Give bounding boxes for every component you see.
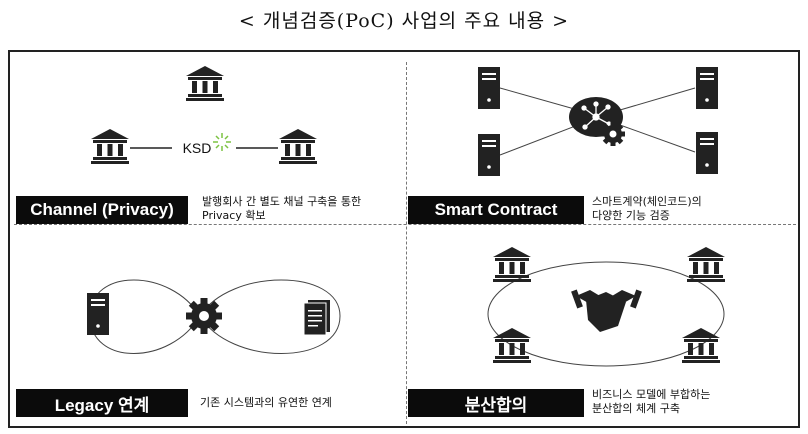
smart-contract-desc-line2: 다양한 기능 검증 [592,209,670,222]
consensus-description: 비즈니스 모델에 부합하는 분산합의 체계 구축 [592,388,710,416]
server-icon-tl [478,67,500,109]
channel-desc-line2: Privacy 확보 [202,209,266,222]
consensus-desc-line1: 비즈니스 모델에 부합하는 [592,388,711,401]
consensus-label: 분산합의 [408,389,584,417]
consensus-desc-line2: 분산합의 체계 구축 [592,402,680,415]
smart-contract-diagram [478,67,718,176]
bank-icon-right [279,129,317,164]
bank-icon-top [186,66,224,101]
bank-icon-tr [687,247,725,282]
diagram-frame [8,50,800,428]
bank-icon-bl [493,328,531,363]
legacy-desc-line1: 기존 시스템과의 유연한 연계 [200,396,332,409]
legacy-description: 기존 시스템과의 유연한 연계 [200,396,332,410]
legacy-server-icon [87,293,109,335]
vertical-divider [406,62,407,424]
server-icon-bl [478,134,500,176]
legacy-diagram [87,279,341,354]
consensus-diagram [487,247,725,367]
bank-icon-tl [493,247,531,282]
server-icon-br [696,132,718,174]
horizontal-divider [14,224,796,225]
channel-diagram [91,66,317,164]
channel-label: Channel (Privacy) [16,196,188,224]
network-gear-icon [569,97,625,146]
smart-contract-desc-line1: 스마트계약(체인코드)의 [592,195,702,208]
smart-contract-description: 스마트계약(체인코드)의 다양한 기능 검증 [592,195,702,223]
smart-contract-label: Smart Contract [408,196,584,224]
bank-icon-left [91,129,129,164]
gear-icon [186,298,222,334]
server-icon-tr [696,67,718,109]
ksd-label: KSD [182,140,212,156]
spark-icon [213,133,231,151]
channel-desc-line1: 발행회사 간 별도 채널 구축을 통한 [202,195,362,208]
channel-description: 발행회사 간 별도 채널 구축을 통한 Privacy 확보 [202,195,361,223]
legacy-label: Legacy 연계 [16,389,188,417]
bank-icon-br [682,328,720,363]
page-title: < 개념검증(PoC) 사업의 주요 내용 > [238,10,570,32]
document-icon [303,300,330,336]
handshake-icon [571,289,642,332]
